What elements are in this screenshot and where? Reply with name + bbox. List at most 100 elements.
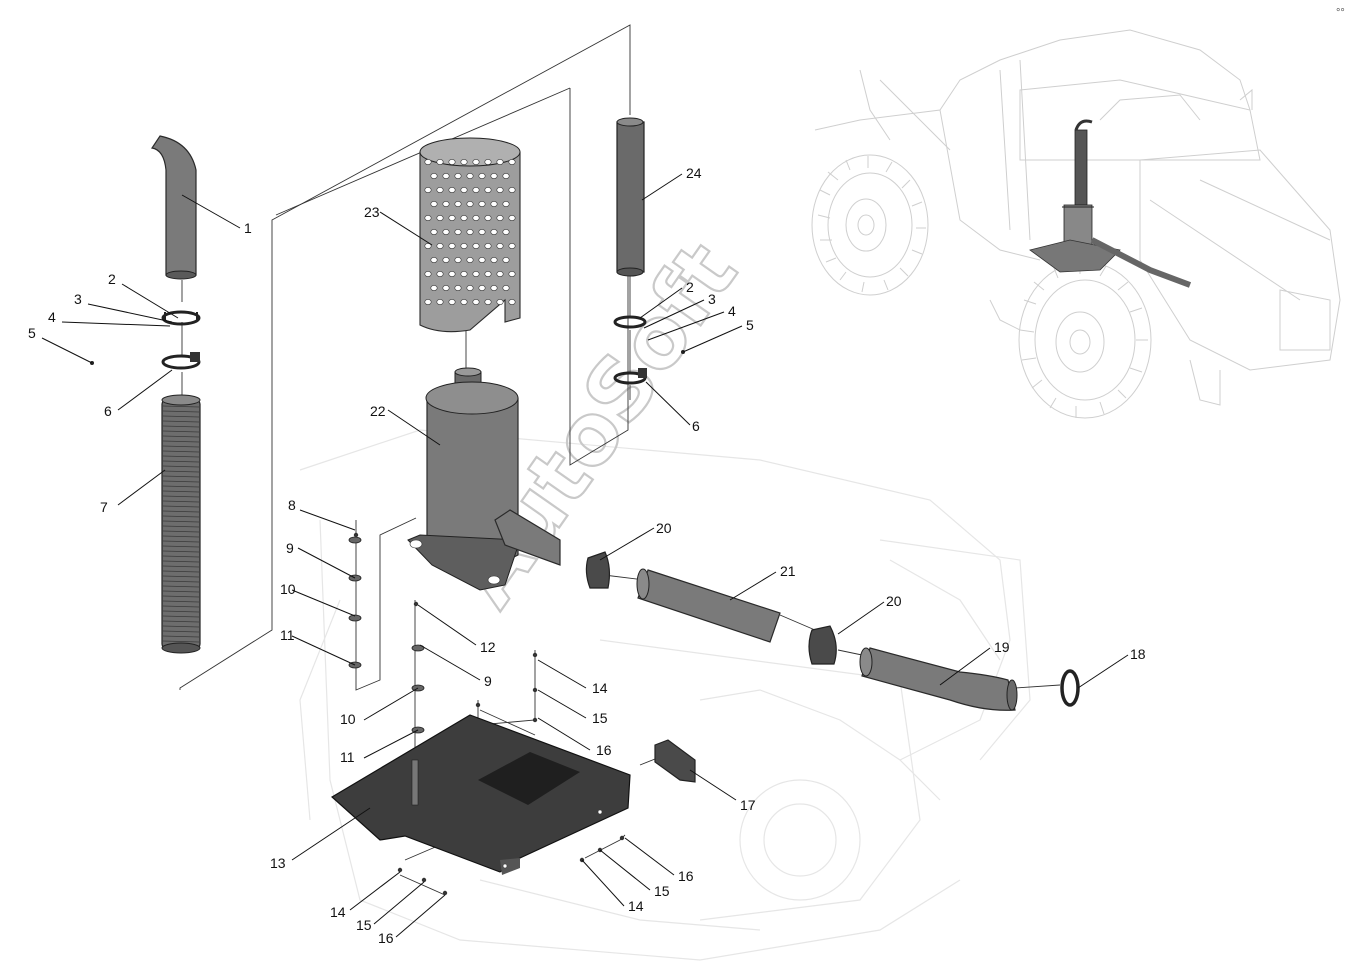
- perforation-hole: [454, 229, 462, 235]
- part-18-end-ring: [1060, 669, 1080, 707]
- part-2-clamp-left: [161, 310, 201, 326]
- perforation-hole: [448, 299, 456, 305]
- callout-10-upper: 10: [280, 581, 296, 597]
- perforation-hole: [442, 257, 450, 263]
- callout-11-lower: 11: [340, 749, 355, 765]
- leader-line: [599, 527, 655, 561]
- perforation-hole: [454, 173, 462, 179]
- callout-7: 7: [100, 499, 108, 515]
- leader-line: [837, 601, 885, 635]
- perforation-hole: [448, 187, 456, 193]
- part-20-coupling-lower: [808, 625, 837, 665]
- hose-rib: [162, 405, 200, 408]
- callout-22: 22: [370, 403, 386, 419]
- bolt: [353, 532, 359, 538]
- callout-12: 12: [480, 639, 496, 655]
- perforation-hole: [496, 243, 504, 249]
- leader-line: [395, 894, 446, 938]
- bolt: [619, 835, 625, 841]
- callout-4-right: 4: [728, 303, 736, 319]
- hose-rib: [162, 515, 200, 518]
- hose-rib: [162, 425, 200, 428]
- hose-rib: [162, 500, 200, 503]
- bolt: [532, 652, 538, 658]
- perforation-hole: [472, 159, 480, 165]
- hose-rib: [162, 610, 200, 613]
- leader-line: [291, 635, 356, 666]
- leader-line: [181, 194, 241, 229]
- perforation-hole: [490, 257, 498, 263]
- hose-rib: [162, 465, 200, 468]
- part-22-muffler: [407, 367, 561, 591]
- perforation-hole: [478, 285, 486, 291]
- leader-line: [643, 299, 705, 329]
- leader-line: [537, 717, 591, 751]
- part-7-flexible-hose: [161, 394, 201, 654]
- leader-line: [117, 369, 173, 411]
- leader-line: [41, 337, 93, 364]
- perforation-hole: [424, 215, 432, 221]
- callout-1: 1: [244, 220, 252, 236]
- perforation-hole: [502, 285, 510, 291]
- perforation-hole: [502, 173, 510, 179]
- hose-rib: [162, 525, 200, 528]
- leader-line: [363, 729, 419, 759]
- hose-rib: [162, 445, 200, 448]
- leader-line: [645, 381, 691, 426]
- part-2-clamp-right: [613, 315, 647, 329]
- leader-line: [419, 644, 481, 681]
- perforation-hole: [478, 257, 486, 263]
- callout-9-upper: 9: [286, 540, 294, 556]
- perforation-hole: [496, 215, 504, 221]
- perforation-hole: [466, 201, 474, 207]
- callout-21: 21: [780, 563, 796, 579]
- perforation-hole: [472, 299, 480, 305]
- callout-13: 13: [270, 855, 286, 871]
- perforation-hole: [490, 229, 498, 235]
- perforation-hole: [454, 201, 462, 207]
- hose-rib: [162, 630, 200, 633]
- callout-5-right: 5: [746, 317, 754, 333]
- callout-10-lower: 10: [340, 711, 356, 727]
- bolt: [532, 687, 538, 693]
- part-6-clamp-right: [613, 368, 647, 385]
- hose-rib: [162, 430, 200, 433]
- leader-line: [349, 871, 401, 911]
- perforation-hole: [496, 187, 504, 193]
- perforation-hole: [436, 271, 444, 277]
- hardware-bolts-washers: [348, 532, 625, 896]
- leader-line: [599, 849, 651, 891]
- callout-18: 18: [1130, 646, 1146, 662]
- hose-rib: [162, 475, 200, 478]
- perforation-hole: [496, 159, 504, 165]
- leader-line: [299, 509, 356, 531]
- bolt: [475, 702, 481, 708]
- leader-line: [121, 283, 179, 319]
- part-19-bent-pipe: [859, 647, 1018, 711]
- corner-mark: °°: [1336, 7, 1345, 19]
- perforation-hole: [442, 285, 450, 291]
- perforation-hole: [502, 257, 510, 263]
- leader-line: [291, 589, 356, 617]
- washer: [348, 536, 362, 544]
- hose-rib: [162, 440, 200, 443]
- hose-rib: [162, 615, 200, 618]
- hose-rib: [162, 625, 200, 628]
- callout-16-c: 16: [378, 930, 394, 946]
- leader-line: [729, 571, 777, 601]
- tractor-overview-thumbnail: [811, 29, 1341, 419]
- callout-3-left: 3: [74, 291, 82, 307]
- callout-labels: 1 2 3 4 5 6 7 8 9 10 11 12 9 10 11 13 14…: [28, 7, 1345, 946]
- hose-rib: [162, 565, 200, 568]
- leader-line: [537, 659, 587, 689]
- perforation-hole: [466, 285, 474, 291]
- perforation-hole: [484, 159, 492, 165]
- callout-15-b: 15: [654, 883, 670, 899]
- stud: [411, 759, 419, 806]
- perforation-hole: [442, 173, 450, 179]
- callout-14-a: 14: [592, 680, 608, 696]
- perforation-hole: [478, 229, 486, 235]
- hose-rib: [162, 460, 200, 463]
- perforation-hole: [466, 173, 474, 179]
